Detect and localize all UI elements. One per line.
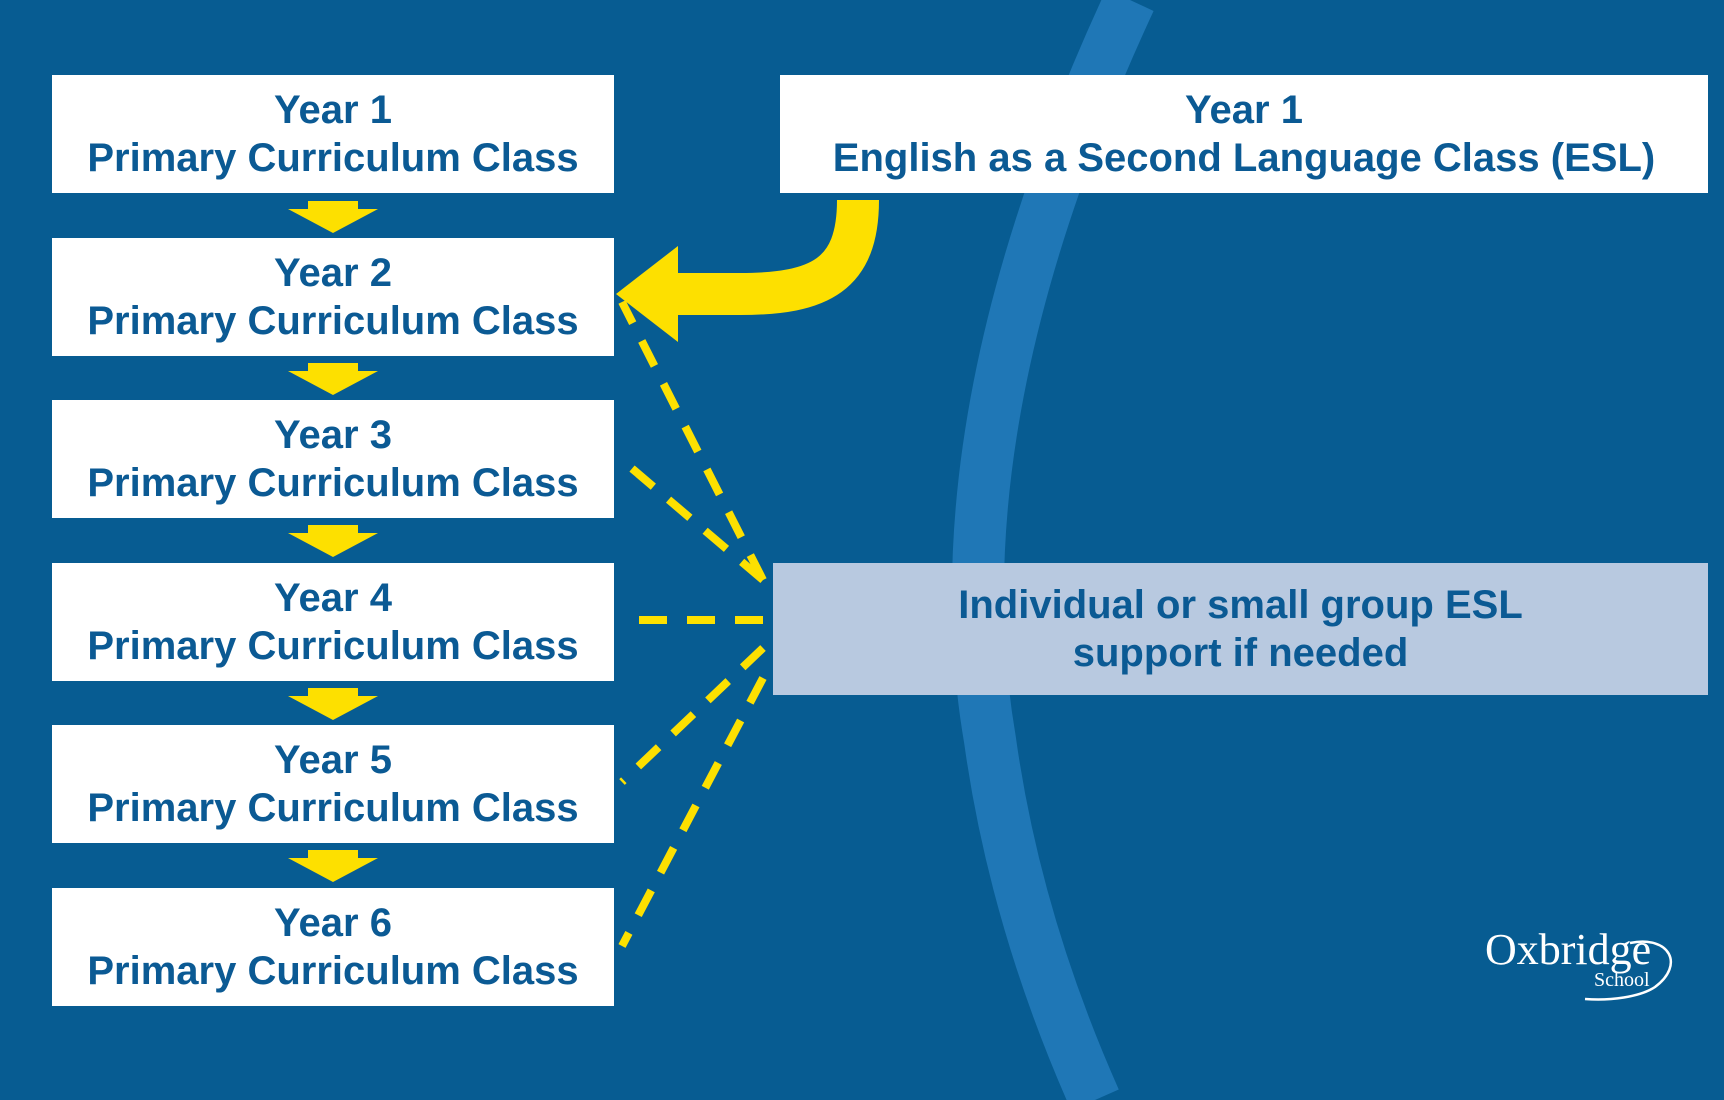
oxbridge-school-logo: Oxbridge School — [1480, 925, 1690, 1005]
support-dashed-lines — [618, 300, 767, 948]
year-3-label: Primary Curriculum Class — [87, 461, 579, 505]
esl-class-title: Year 1 — [1185, 88, 1303, 132]
year-2-label: Primary Curriculum Class — [87, 299, 579, 343]
year-5-class-box: Year 5 Primary Curriculum Class — [52, 725, 614, 843]
year-6-title: Year 6 — [274, 901, 392, 945]
logo-subtitle: School — [1594, 969, 1650, 991]
esl-curved-arrowhead — [616, 246, 678, 342]
year-5-title: Year 5 — [274, 738, 392, 782]
support-line-1: Individual or small group ESL — [958, 583, 1523, 627]
dashed-line-year-5 — [619, 645, 766, 785]
esl-support-box: Individual or small group ESL support if… — [773, 563, 1708, 695]
logo-swoosh-icon — [1584, 940, 1673, 1001]
esl-class-box: Year 1 English as a Second Language Clas… — [780, 75, 1708, 193]
year-1-title: Year 1 — [274, 88, 392, 132]
dashed-line-year-6 — [618, 676, 767, 948]
down-arrow-3-4 — [288, 525, 378, 557]
year-4-title: Year 4 — [274, 576, 392, 620]
logo-name: Oxbridge — [1485, 925, 1652, 974]
year-1-class-box: Year 1 Primary Curriculum Class — [52, 75, 614, 193]
year-6-class-box: Year 6 Primary Curriculum Class — [52, 888, 614, 1006]
year-2-title: Year 2 — [274, 251, 392, 295]
down-arrow-4-5 — [288, 688, 378, 720]
year-4-class-box: Year 4 Primary Curriculum Class — [52, 563, 614, 681]
dashed-line-year-2 — [618, 300, 767, 582]
down-arrow-1-2 — [288, 201, 378, 233]
year-4-label: Primary Curriculum Class — [87, 624, 579, 668]
year-3-class-box: Year 3 Primary Curriculum Class — [52, 400, 614, 518]
year-1-label: Primary Curriculum Class — [87, 136, 579, 180]
down-arrow-2-3 — [288, 363, 378, 395]
down-arrow-5-6 — [288, 850, 378, 882]
dashed-line-year-3 — [619, 456, 766, 584]
year-3-title: Year 3 — [274, 413, 392, 457]
year-5-label: Primary Curriculum Class — [87, 786, 579, 830]
esl-curved-arrow — [672, 199, 879, 315]
esl-class-label: English as a Second Language Class (ESL) — [832, 136, 1656, 180]
year-6-label: Primary Curriculum Class — [87, 949, 579, 993]
year-2-class-box: Year 2 Primary Curriculum Class — [52, 238, 614, 356]
support-line-2: support if needed — [1072, 631, 1409, 675]
